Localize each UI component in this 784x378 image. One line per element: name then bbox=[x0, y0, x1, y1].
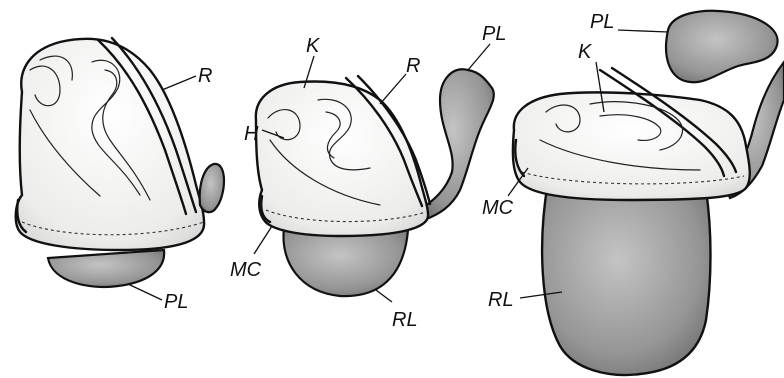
left-label-r: R bbox=[198, 65, 212, 87]
right-rl-body bbox=[542, 182, 710, 375]
middle-label-pl: PL bbox=[482, 23, 506, 45]
left-pl-bulb bbox=[48, 250, 164, 287]
right-label-k: K bbox=[578, 41, 593, 63]
middle-label-mc: MC bbox=[230, 259, 262, 281]
right-label-pl: PL bbox=[590, 11, 614, 33]
left-label-pl: PL bbox=[164, 291, 188, 313]
specimen-middle: K H R PL MC RL bbox=[230, 23, 506, 331]
middle-rl-bulb bbox=[283, 228, 408, 296]
middle-label-r: R bbox=[406, 55, 420, 77]
right-label-rl: RL bbox=[488, 289, 514, 311]
right-pl-arm bbox=[666, 11, 778, 82]
specimen-left: R PL bbox=[16, 38, 224, 313]
left-side-lobe bbox=[200, 164, 224, 212]
left-body bbox=[16, 39, 204, 250]
right-label-mc: MC bbox=[482, 197, 514, 219]
specimen-right: PL K MC RL bbox=[482, 11, 784, 375]
middle-label-rl: RL bbox=[392, 309, 418, 331]
middle-label-h: H bbox=[244, 123, 259, 145]
middle-label-k: K bbox=[306, 35, 321, 57]
